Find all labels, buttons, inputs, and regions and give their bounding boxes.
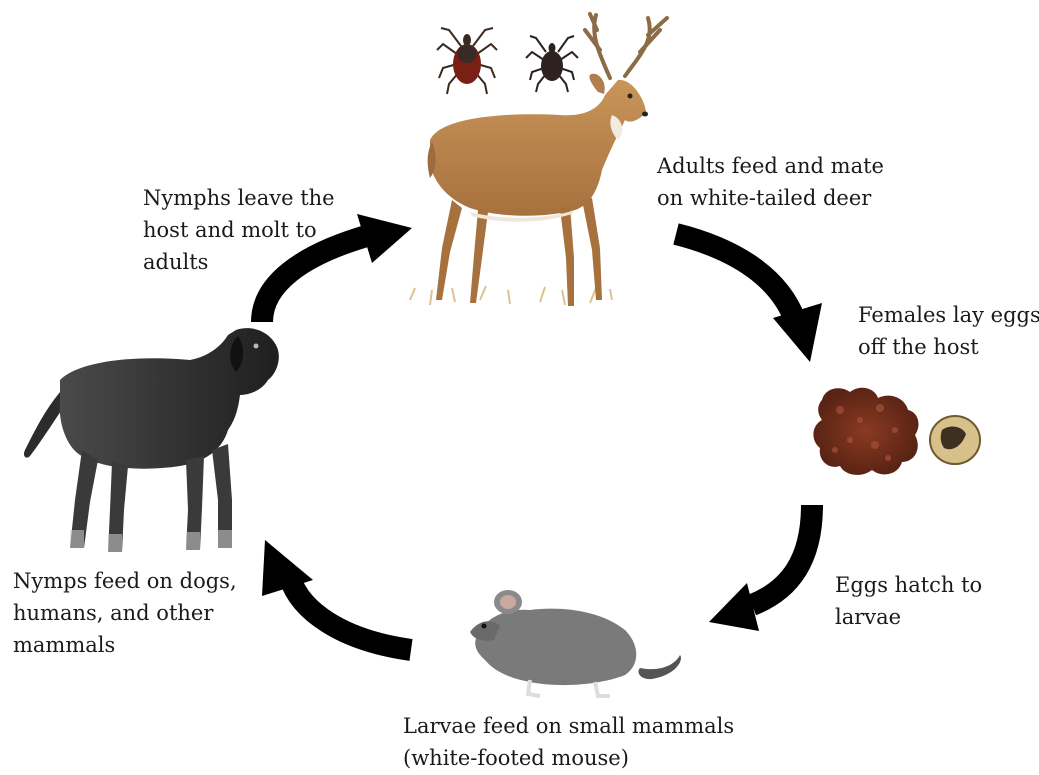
label-females-lay-eggs: Females lay eggs off the host [858,299,1039,363]
label-line: adults [143,246,335,278]
label-adults-feed-mate: Adults feed and mate on white-tailed dee… [657,150,884,214]
label-nymps-feed: Nymps feed on dogs, humans, and other ma… [13,565,237,661]
tick-egg-mass-icon [813,388,980,475]
adult-tick-male-icon [526,36,578,92]
label-eggs-hatch: Eggs hatch to larvae [835,569,982,633]
label-line: Eggs hatch to [835,569,982,601]
dog-icon [24,328,279,552]
label-line: Larvae feed on small mammals [403,710,734,742]
label-line: mammals [13,629,237,661]
label-line: on white-tailed deer [657,182,884,214]
adult-tick-female-icon [437,28,497,94]
arrow-to-eggs [676,234,822,362]
label-line: Adults feed and mate [657,150,884,182]
label-line: off the host [858,331,1039,363]
arrow-to-dog [262,540,411,650]
white-tailed-deer-icon [410,14,667,306]
label-line: humans, and other [13,597,237,629]
label-line: Females lay eggs [858,299,1039,331]
label-larvae-feed: Larvae feed on small mammals (white-foot… [403,710,734,774]
label-line: Nymphs leave the [143,182,335,214]
label-line: larvae [835,601,982,633]
label-line: host and molt to [143,214,335,246]
arrow-to-mouse [709,505,812,631]
label-line: (white-footed mouse) [403,742,734,774]
label-nymphs-leave-host: Nymphs leave the host and molt to adults [143,182,335,278]
label-line: Nymps feed on dogs, [13,565,237,597]
white-footed-mouse-icon [470,590,681,696]
